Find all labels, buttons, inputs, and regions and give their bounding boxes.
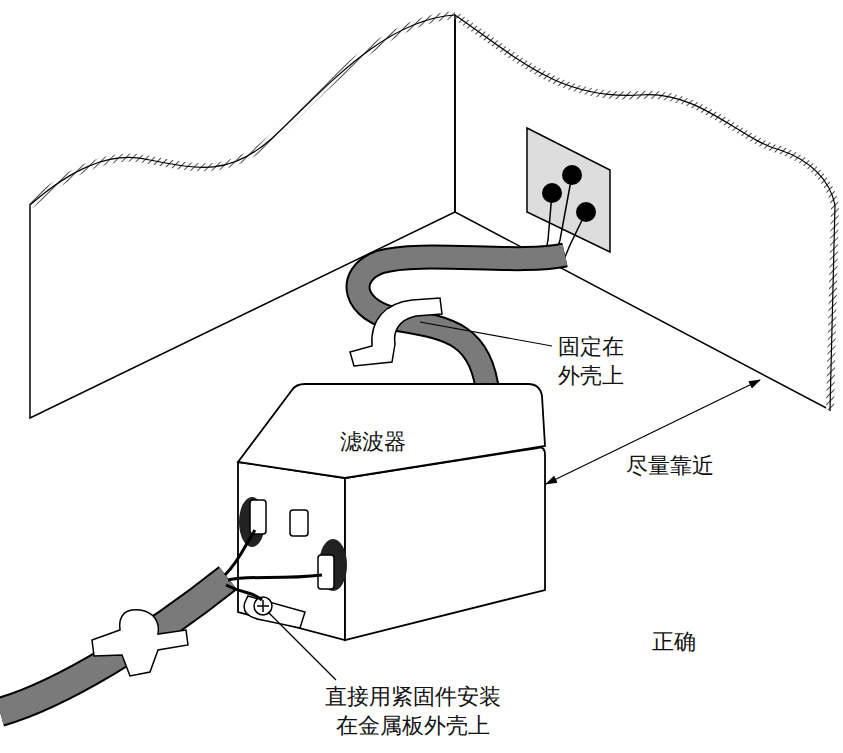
filter-top (238, 384, 545, 478)
screw (254, 597, 272, 615)
cable-outline (0, 578, 228, 712)
leader-line (268, 612, 336, 680)
wall-edge (30, 15, 455, 205)
distance-arrow (546, 380, 760, 484)
wall-edge (455, 15, 835, 410)
side-wall (455, 15, 835, 410)
node-text: 滤波器 (340, 428, 406, 457)
cable-clamp (350, 298, 442, 366)
filter-box: 滤波器 (336, 426, 410, 459)
annotation-label: 正确 (652, 628, 712, 657)
back-wall (30, 15, 455, 418)
terminal-hole (319, 539, 347, 591)
wall-hatch (30, 15, 455, 205)
screw-slot (257, 600, 269, 612)
terminal (290, 510, 308, 536)
leader-line (420, 322, 552, 346)
terminal-hole (239, 497, 265, 547)
wall-hatch (455, 15, 835, 410)
terminal (250, 500, 266, 534)
wall-corner (454, 15, 456, 212)
annotation-label: 尽量靠近 (626, 452, 714, 481)
cable (0, 578, 228, 712)
annotation-label: 直接用紧固件安装 在金属板外壳上 (318, 683, 508, 740)
filter-side (345, 448, 545, 640)
annotation-label: 固定在 外壳上 (558, 333, 634, 390)
terminal (318, 555, 334, 589)
wires (225, 530, 322, 600)
mounting-ear (244, 596, 305, 628)
cable-clamp (92, 610, 188, 676)
